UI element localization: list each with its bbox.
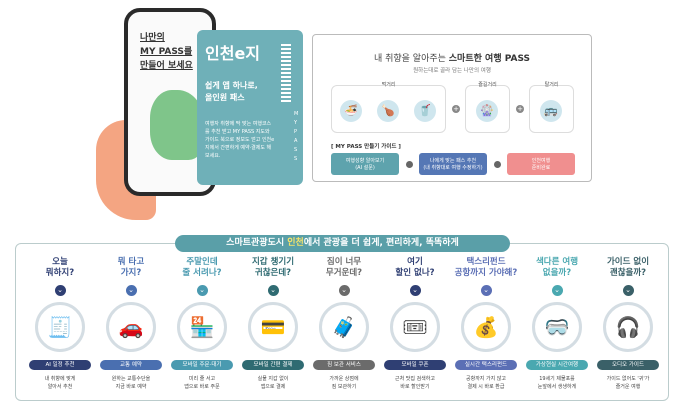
service-tag: 짐 보관 서비스: [313, 360, 375, 370]
chevron-down-icon[interactable]: ⌄: [551, 285, 563, 296]
chicken-icon: 🍗: [377, 100, 399, 122]
category-activity: 즐길거리🎡: [465, 82, 510, 133]
chevron-down-icon[interactable]: ⌄: [480, 285, 492, 296]
ticket-subtitle2: 올인원 패스: [205, 93, 245, 102]
badge-icon: 🎡: [476, 100, 498, 122]
chevron-down-icon[interactable]: ⌄: [622, 285, 634, 296]
service-tag: AI 일정 추천: [29, 360, 91, 370]
chevron-down-icon[interactable]: ⌄: [125, 285, 137, 296]
noodle-icon: 🍜: [340, 100, 362, 122]
barcode-icon: [281, 44, 291, 104]
pass-title: 내 취향을 알아주는 스마트한 여행 PASS: [373, 54, 531, 64]
arrow-icon: [494, 161, 501, 168]
phone-line2: MY PASS를: [140, 47, 193, 57]
service-icon: 💰: [461, 302, 511, 352]
arrow-icon: [406, 161, 413, 168]
service-tag: 교통 예약: [100, 360, 162, 370]
service-icon: 🚗: [106, 302, 156, 352]
guide-title: [ MY PASS 만들기 가이드 ]: [331, 144, 401, 150]
pass-subtitle: 원하는대로 골라 담는 나만의 여행: [413, 68, 491, 74]
service-icon: 🥽: [532, 302, 582, 352]
service-tag: 오디오 가이드: [597, 360, 659, 370]
service-tag: 가상현실 시간여행: [526, 360, 588, 370]
map-illustration: [150, 90, 205, 160]
service-icon: 🎟: [390, 302, 440, 352]
ticket-side-text: MYPASS: [294, 111, 299, 162]
service-tag: 모바일 쿠폰: [384, 360, 446, 370]
chevron-down-icon[interactable]: ⌄: [267, 285, 279, 296]
category-food: 먹거리 🍜🍗🥤: [331, 82, 446, 133]
service-icon: 💳: [248, 302, 298, 352]
service-tag: 실시간 택스리펀드: [455, 360, 517, 370]
step-survey[interactable]: 여행성향 알아보기(AI 설문): [331, 153, 399, 175]
ticket-subtitle1: 쉽게 앱 하나로,: [205, 81, 258, 90]
drink-icon: 🥤: [414, 100, 436, 122]
plus-icon: +: [516, 105, 524, 113]
incheon-e-ji-logo: 인천e지: [205, 44, 261, 63]
plus-icon: +: [452, 105, 460, 113]
bus-icon: 🚌: [540, 100, 562, 122]
phone-line1: 나만의: [140, 33, 165, 43]
service-tag: 모바일 주문·대기: [171, 360, 233, 370]
phone-line3: 만들어 보세요: [140, 61, 193, 71]
incheon-ticket: 인천e지 쉽게 앱 하나로, 올인원 패스 여행자 취향에 딱 맞는 여행코스를 …: [197, 30, 303, 185]
chevron-down-icon[interactable]: ⌄: [196, 285, 208, 296]
chevron-down-icon[interactable]: ⌄: [338, 285, 350, 296]
chevron-down-icon[interactable]: ⌄: [409, 285, 421, 296]
banner: 스마트관광도시 인천에서 관광을 더 쉽게, 편리하게, 똑똑하게: [175, 235, 510, 252]
ticket-body: 여행자 취향에 딱 맞는 여행코스를 추천 받고 MY PASS 지도와 가이드…: [205, 121, 275, 159]
service-icon: 🧾: [35, 302, 85, 352]
service-icon: 🧳: [319, 302, 369, 352]
smart-pass-ticket: 내 취향을 알아주는 스마트한 여행 PASS 원하는대로 골라 담는 나만의 …: [312, 34, 592, 182]
chevron-down-icon[interactable]: ⌄: [54, 285, 66, 296]
service-icon: 🏪: [177, 302, 227, 352]
service-icon: 🎧: [603, 302, 653, 352]
category-transport: 탈거리🚌: [529, 82, 574, 133]
service-tag: 모바일 간편 결제: [242, 360, 304, 370]
step-recommend[interactable]: 나에게 맞는 패스 추천(내 취향대로 여행 수정하기): [419, 153, 487, 175]
